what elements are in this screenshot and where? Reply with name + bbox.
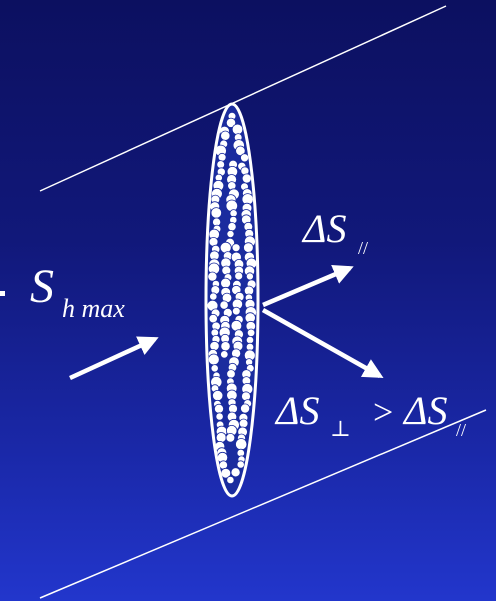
grain — [217, 152, 227, 162]
grain — [219, 300, 229, 310]
grain — [225, 432, 236, 443]
grain — [213, 403, 224, 414]
grain — [232, 306, 241, 316]
delta-parallel-label: ΔS // — [301, 206, 368, 258]
inequality-left-subscript: ⊥ — [330, 416, 351, 441]
grain — [245, 335, 255, 345]
grain — [231, 243, 241, 253]
grain — [220, 130, 231, 141]
inequality-right-symbol: ΔS — [402, 388, 447, 433]
grain-cluster — [206, 111, 258, 485]
inequality-left-symbol: ΔS — [274, 388, 319, 433]
stress-max-label: S h max — [30, 260, 125, 323]
delta-parallel-subscript: // — [358, 238, 368, 258]
inequality-right-subscript: // — [456, 420, 466, 440]
grain — [241, 391, 251, 402]
grain — [245, 272, 254, 281]
perpendicular-arrow — [261, 308, 384, 378]
grain — [220, 277, 232, 289]
grain — [220, 350, 229, 359]
ellipse-outline — [204, 102, 260, 498]
grain — [236, 460, 245, 469]
grain — [207, 271, 218, 282]
grain — [207, 353, 220, 366]
grain — [225, 117, 237, 128]
lower-boundary-line — [39, 409, 487, 599]
grain — [215, 432, 227, 443]
grain — [226, 229, 235, 238]
stress-max-subscript: h max — [62, 294, 125, 323]
grain — [230, 467, 241, 478]
stress-max-symbol: S — [30, 260, 54, 313]
grain — [227, 222, 237, 232]
inequality-operator: > — [373, 392, 393, 432]
compression-arrow — [69, 336, 159, 381]
grain — [215, 412, 224, 421]
inequality-label: ΔS ⊥ > ΔS // — [274, 388, 466, 441]
grain — [235, 145, 246, 157]
grain — [241, 173, 252, 184]
grain — [212, 389, 224, 402]
left-marker — [0, 291, 5, 296]
grain — [210, 207, 223, 219]
grain — [240, 153, 250, 163]
grain — [226, 475, 235, 485]
grain — [246, 328, 256, 337]
grain — [229, 209, 238, 218]
grain — [234, 271, 244, 281]
delta-parallel-symbol: ΔS — [301, 206, 346, 251]
grain — [209, 292, 218, 301]
upper-boundary-line — [39, 5, 447, 192]
grain — [210, 364, 219, 373]
grain — [240, 403, 251, 414]
parallel-arrow — [262, 265, 354, 308]
grain — [231, 123, 244, 136]
grain — [226, 369, 236, 379]
grain — [243, 242, 254, 253]
grain — [216, 160, 226, 169]
grain — [238, 418, 249, 429]
grain-ellipse — [204, 102, 260, 498]
grain — [235, 438, 248, 451]
grain — [220, 341, 231, 352]
